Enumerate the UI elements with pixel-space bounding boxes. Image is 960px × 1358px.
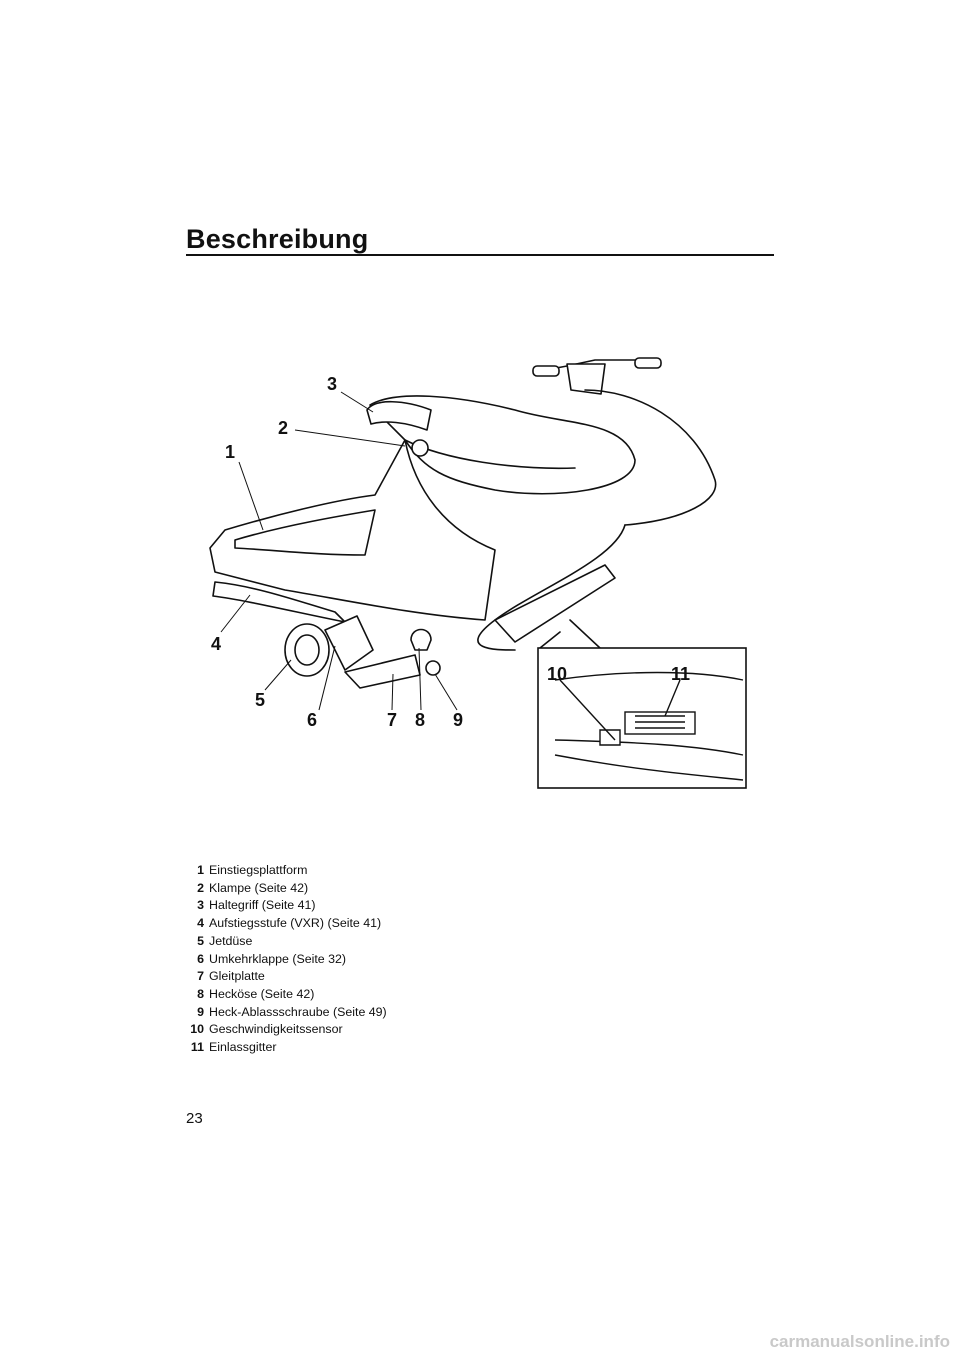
rear-platform [209, 439, 496, 621]
watermark-text: carmanualsonline.info [769, 1332, 950, 1351]
front-cowling [584, 389, 717, 526]
legend-text: Jetdüse [209, 933, 253, 948]
legend-item: 8 Hecköse (Seite 42) [180, 986, 387, 1004]
platform-mat [234, 509, 376, 556]
handlebar-console [566, 363, 606, 395]
inset-leader-10 [559, 679, 616, 741]
legend-text: Aufstiegsstufe (VXR) (Seite 41) [209, 916, 382, 931]
inset-leader [569, 619, 601, 649]
inset-leader-2 [539, 631, 561, 649]
title-rule [186, 254, 774, 256]
page-title: Beschreibung [186, 224, 369, 254]
handlebar-grip-left [532, 365, 560, 377]
legend-item: 9 Heck-Ablassschraube (Seite 49) [180, 1004, 387, 1022]
callout-11: 11 [671, 664, 690, 684]
callout-5: 5 [255, 690, 265, 710]
legend-item: 6 Umkehrklappe (Seite 32) [180, 951, 387, 969]
legend-number: 6 [197, 951, 204, 966]
legend-text: Klampe (Seite 42) [209, 880, 309, 895]
page-number: 23 [186, 1110, 203, 1127]
legend-number: 8 [197, 986, 204, 1001]
drain-plug [425, 660, 441, 676]
parts-legend: 1 Einstiegsplattform 2 Klampe (Seite 42) 3… [180, 862, 387, 1057]
legend-item: 11 Einlassgitter [180, 1039, 387, 1057]
legend-item: 1 Einstiegsplattform [180, 862, 387, 880]
legend-number: 5 [197, 933, 204, 948]
cleat [411, 439, 429, 457]
callout-1: 1 [225, 442, 235, 462]
watercraft-illustration: 1 2 3 4 5 6 7 8 9 10 11 [195, 350, 755, 795]
callout-3: 3 [327, 374, 337, 394]
inset-hull-lower [554, 754, 744, 781]
legend-text: Heck-Ablassschraube (Seite 49) [209, 1004, 387, 1019]
legend-number: 4 [197, 916, 204, 931]
callout-2: 2 [278, 418, 288, 438]
intake-grate-bars [635, 715, 685, 729]
callout-7: 7 [387, 710, 397, 730]
leader-5 [264, 659, 292, 691]
legend-item: 7 Gleitplatte [180, 968, 387, 986]
speed-sensor [599, 729, 621, 746]
legend-item: 10 Geschwindigkeitssensor [180, 1021, 387, 1039]
callout-8: 8 [415, 710, 425, 730]
jet-nozzle-ring [284, 623, 330, 677]
leader-9 [434, 673, 458, 711]
seat [369, 395, 636, 495]
watercraft-drawing: 1 2 3 4 5 6 7 8 9 10 11 [209, 357, 747, 789]
leader-2 [294, 429, 406, 447]
leader-8 [418, 647, 422, 711]
callout-10: 10 [547, 664, 567, 684]
legend-number: 3 [197, 898, 204, 913]
legend-item: 5 Jetdüse [180, 933, 387, 951]
inset-hull [554, 671, 744, 756]
legend-number: 7 [197, 969, 204, 984]
legend-number: 11 [190, 1040, 204, 1055]
leader-7 [391, 673, 394, 711]
callout-4: 4 [211, 634, 221, 654]
legend-item: 3 Haltegriff (Seite 41) [180, 897, 387, 915]
grab-handle [366, 400, 432, 431]
sponson [494, 564, 616, 643]
leader-1 [238, 461, 264, 531]
jet-nozzle-inner [294, 634, 320, 666]
legend-number: 9 [197, 1004, 204, 1019]
legend-item: 2 Klampe (Seite 42) [180, 880, 387, 898]
legend-text: Einlassgitter [209, 1040, 277, 1055]
inset-leader-11 [664, 679, 681, 717]
leader-6 [318, 645, 336, 711]
legend-text: Gleitplatte [209, 969, 265, 984]
callout-9: 9 [453, 710, 463, 730]
legend-item: 4 Aufstiegsstufe (VXR) (Seite 41) [180, 915, 387, 933]
legend-number: 1 [197, 863, 204, 877]
legend-text: Hecköse (Seite 42) [209, 986, 315, 1001]
leader-4 [220, 594, 251, 633]
legend-number: 10 [190, 1022, 204, 1037]
reverse-gate [324, 615, 374, 671]
legend-text: Einstiegsplattform [209, 863, 308, 877]
callout-6: 6 [307, 710, 317, 730]
hull-side [477, 524, 626, 651]
legend-text: Geschwindigkeitssensor [209, 1022, 343, 1037]
handlebar-grip-right [634, 357, 662, 369]
legend-text: Haltegriff (Seite 41) [209, 898, 316, 913]
legend-number: 2 [197, 880, 204, 895]
tow-eye [410, 628, 432, 651]
leader-3 [340, 391, 374, 413]
legend-text: Umkehrklappe (Seite 32) [209, 951, 347, 966]
